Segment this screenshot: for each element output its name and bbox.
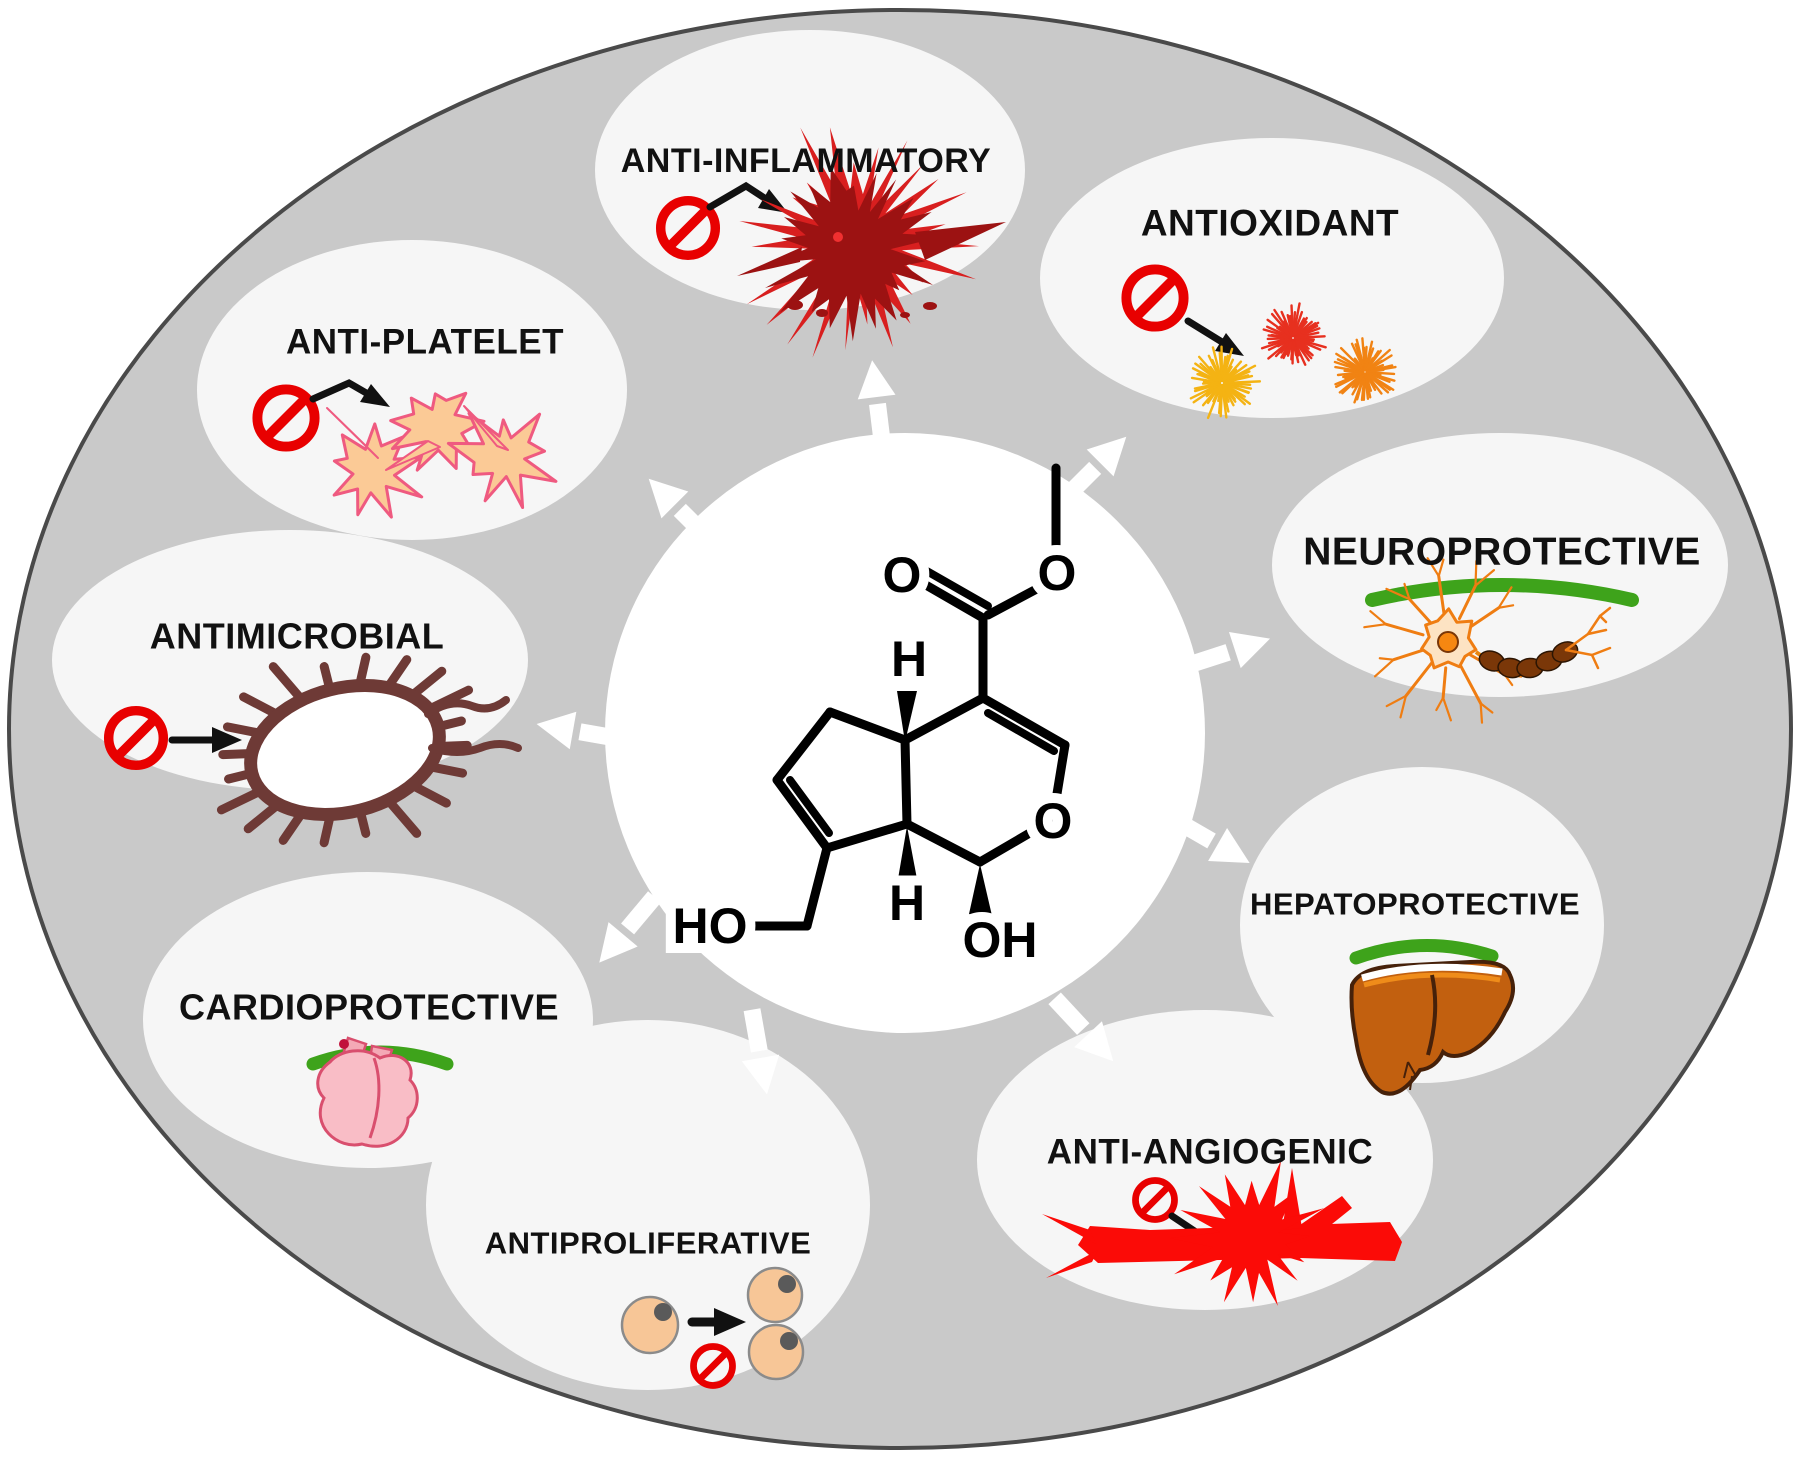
atom-ring-o: O bbox=[1034, 793, 1073, 849]
label-antimicrobial: ANTIMICROBIAL bbox=[150, 616, 444, 657]
wedge-h-bottom bbox=[898, 826, 917, 879]
label-anti-inflammatory: ANTI-INFLAMMATORY bbox=[621, 142, 991, 180]
label-cardioprotective: CARDIOPROTECTIVE bbox=[179, 987, 559, 1028]
atom-h-bottom: H bbox=[889, 875, 925, 931]
label-anti-angiogenic: ANTI-ANGIOGENIC bbox=[1047, 1133, 1373, 1172]
platelets-icon bbox=[326, 391, 558, 519]
neuron-nucleus bbox=[1437, 631, 1459, 653]
group-hepatoprotective bbox=[1349, 939, 1516, 1096]
group-antiproliferative bbox=[620, 1266, 805, 1386]
inflammation-burst-icon bbox=[737, 127, 1006, 358]
atom-carbonyl-o: O bbox=[883, 547, 922, 603]
atom-ester-o: O bbox=[1038, 545, 1077, 601]
group-anti-inflammatory bbox=[661, 127, 1006, 358]
neuron-icon bbox=[1363, 557, 1612, 724]
group-neuroprotective bbox=[1363, 557, 1639, 724]
wedge-h-top bbox=[897, 691, 917, 742]
pointer-arrow-icon bbox=[309, 379, 390, 407]
liver-icon bbox=[1349, 959, 1516, 1096]
atom-oh: OH bbox=[963, 912, 1038, 968]
group-anti-angiogenic bbox=[1042, 1160, 1402, 1306]
group-antioxidant bbox=[1126, 269, 1397, 420]
label-neuroprotective: NEUROPROTECTIVE bbox=[1303, 531, 1701, 574]
label-antioxidant: ANTIOXIDANT bbox=[1141, 203, 1399, 244]
activity-labels: ANTI-INFLAMMATORY ANTIOXIDANT NEUROPROTE… bbox=[150, 142, 1701, 1261]
bacterium-icon bbox=[216, 652, 522, 848]
bubble-neuroprotective bbox=[1272, 433, 1728, 697]
group-cardioprotective bbox=[306, 1036, 454, 1148]
label-anti-platelet: ANTI-PLATELET bbox=[286, 323, 564, 362]
dividing-cells-icon bbox=[620, 1266, 805, 1381]
protective-arc-icon bbox=[1349, 939, 1499, 965]
wedge-oh bbox=[969, 864, 993, 920]
atom-ho: HO bbox=[673, 898, 748, 954]
atom-h-top: H bbox=[891, 631, 927, 687]
bubble-cardioprotective bbox=[143, 872, 593, 1168]
pointer-arrow-icon bbox=[168, 727, 242, 753]
heart-icon bbox=[316, 1036, 419, 1148]
pointer-arrow-icon bbox=[687, 1308, 746, 1336]
protective-arc-icon bbox=[1365, 578, 1639, 607]
bubble-hepatoprotective bbox=[1240, 767, 1604, 1083]
free-radicals-icon bbox=[1189, 302, 1397, 420]
label-hepatoprotective: HEPATOPROTECTIVE bbox=[1250, 887, 1580, 922]
label-antiproliferative: ANTIPROLIFERATIVE bbox=[485, 1226, 812, 1261]
blood-vessel-icon bbox=[1042, 1160, 1402, 1306]
group-anti-platelet bbox=[257, 379, 558, 519]
structure-bonds bbox=[747, 463, 1070, 931]
heart-vessel-dot bbox=[339, 1039, 349, 1049]
bubble-antioxidant bbox=[1040, 138, 1504, 418]
group-antimicrobial bbox=[109, 652, 522, 848]
